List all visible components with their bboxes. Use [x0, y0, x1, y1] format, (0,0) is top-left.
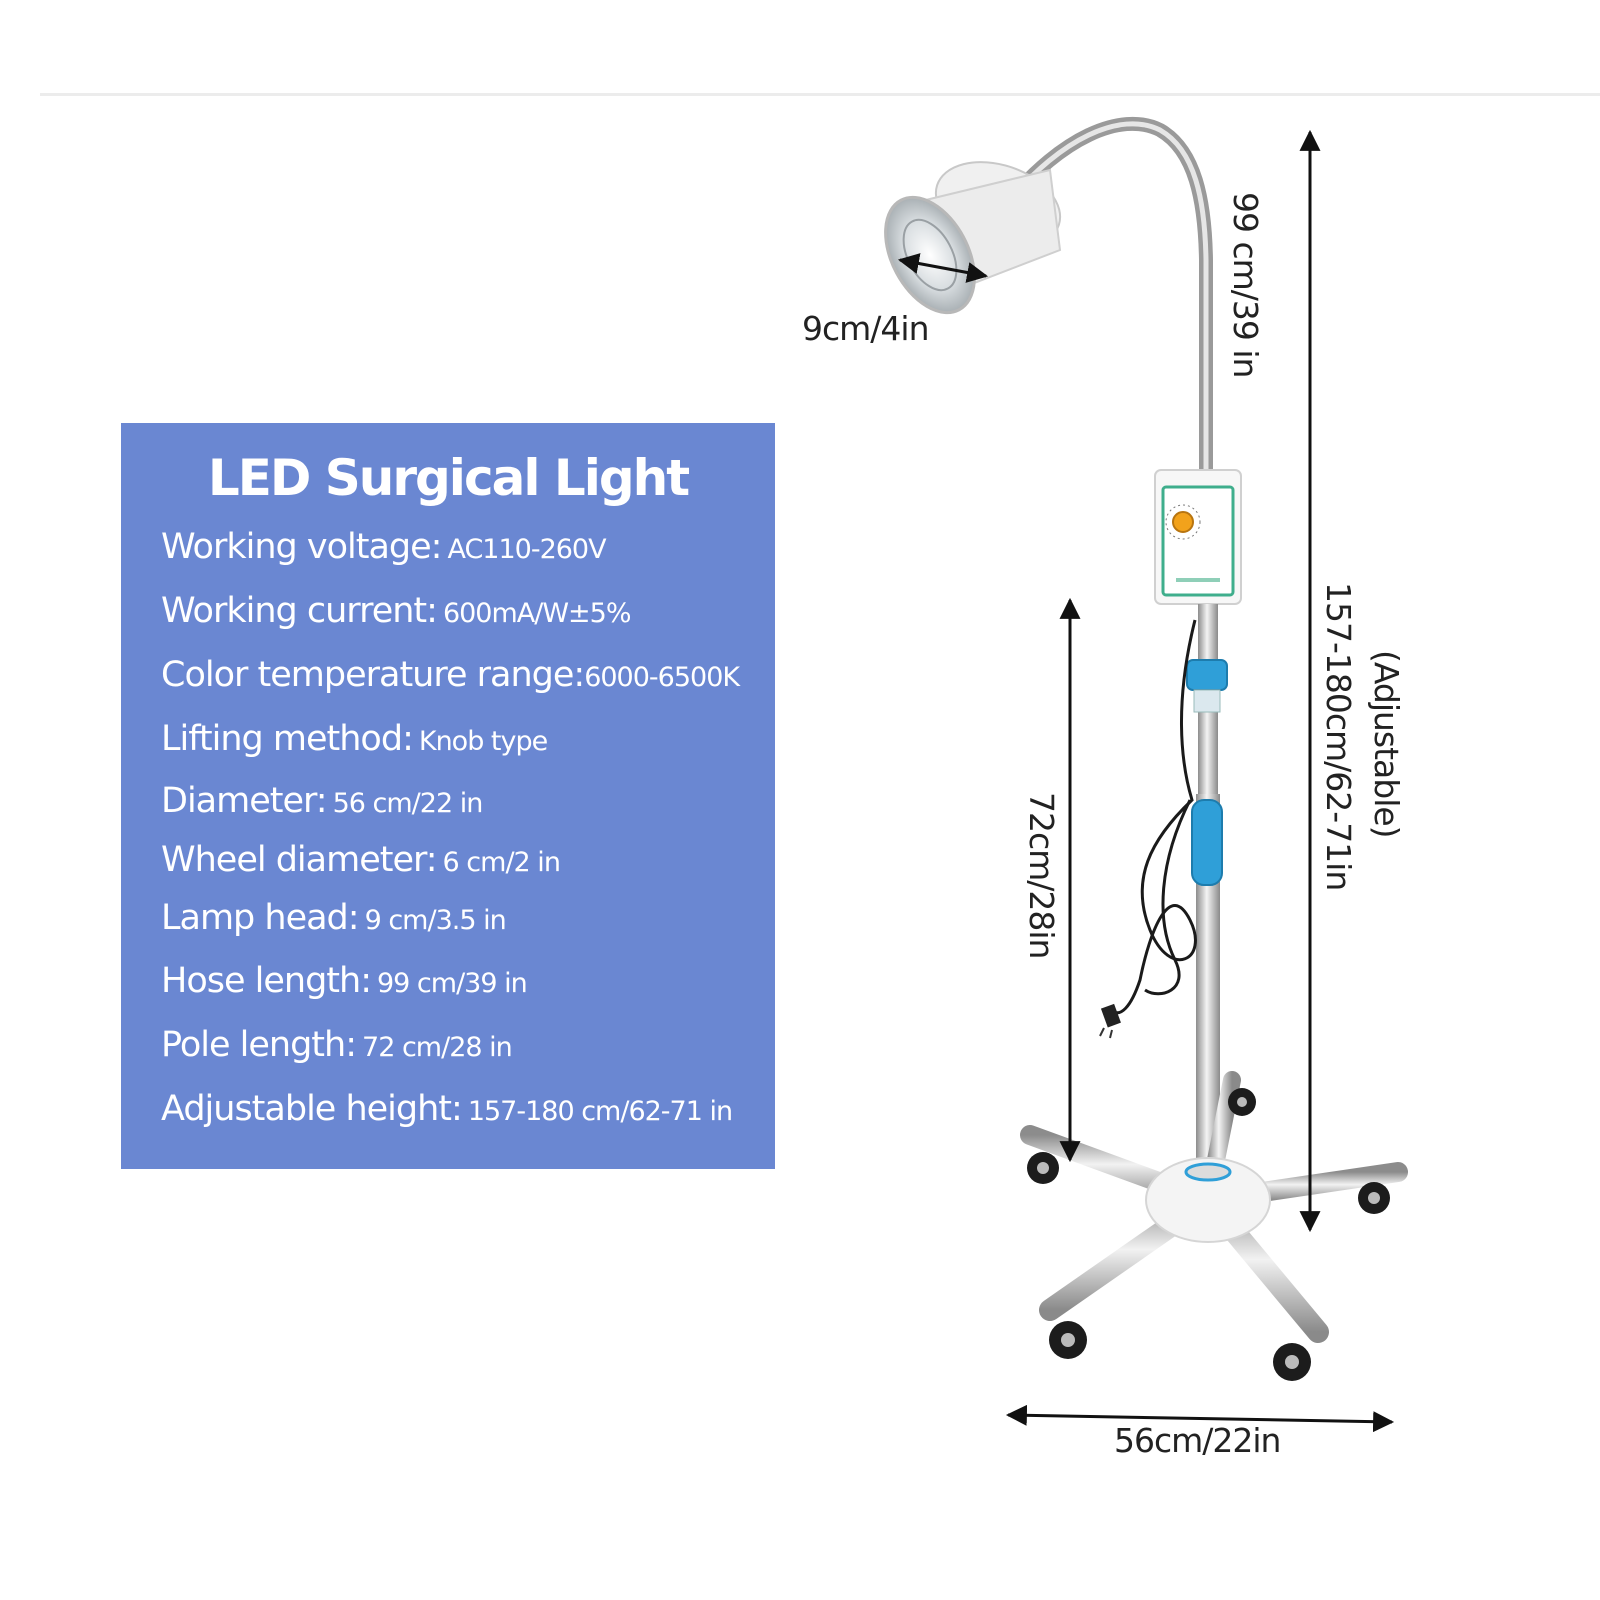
- spec-label: Color temperature range:: [161, 655, 585, 695]
- power-cord: [1113, 619, 1197, 1015]
- caster-wheel: [1273, 1343, 1311, 1381]
- lamp-head-dimension-label: 9cm/4in: [802, 309, 928, 348]
- spec-value: Knob type: [418, 726, 548, 757]
- control-box: [1154, 469, 1242, 605]
- height-lock-knob: [1186, 659, 1228, 691]
- spec-value: 6 cm/2 in: [442, 847, 561, 878]
- spec-value: 9 cm/3.5 in: [364, 905, 507, 936]
- spec-label: Working current:: [161, 591, 438, 631]
- spec-label: Lifting method:: [161, 719, 414, 759]
- spec-label: Hose length:: [161, 961, 372, 1001]
- base-dimension-arrow: [1005, 1404, 1395, 1433]
- plug-icon: [1099, 1003, 1121, 1039]
- spec-panel: LED Surgical Light Working voltage:AC110…: [121, 423, 775, 1169]
- lamp-head: [884, 161, 1062, 315]
- spec-row-pole-length: Pole length:72 cm/28 in: [161, 1025, 513, 1065]
- dimmer-knob: [1172, 511, 1194, 533]
- spec-row-hose-length: Hose length:99 cm/39 in: [161, 961, 528, 1001]
- lamp-head-dimension-arrow: [897, 253, 989, 283]
- spec-value: 600mA/W±5%: [442, 598, 632, 629]
- spec-value: 157-180 cm/62-71 in: [467, 1096, 733, 1127]
- spec-row-working-current: Working current:600mA/W±5%: [161, 591, 631, 631]
- spec-value: 56 cm/22 in: [332, 788, 484, 819]
- caster-wheel: [1027, 1152, 1059, 1184]
- adjustable-note-label: (Adjustable): [1367, 650, 1406, 838]
- top-divider: [40, 93, 1600, 96]
- blue-grip: [1191, 799, 1223, 886]
- spec-value: 72 cm/28 in: [362, 1032, 513, 1063]
- spec-row-lamp-head: Lamp head:9 cm/3.5 in: [161, 898, 507, 938]
- caster-wheel: [1228, 1088, 1256, 1116]
- spec-label: Pole length:: [161, 1025, 357, 1065]
- spec-label: Working voltage:: [161, 527, 442, 567]
- spec-row-wheel-diameter: Wheel diameter:6 cm/2 in: [161, 840, 561, 880]
- spec-row-adjustable-height: Adjustable height:157-180 cm/62-71 in: [161, 1089, 733, 1129]
- spec-row-color-temperature: Color temperature range:6000-6500K: [161, 655, 740, 695]
- base-dimension-label: 56cm/22in: [1114, 1421, 1280, 1460]
- spec-row-diameter: Diameter:56 cm/22 in: [161, 781, 484, 821]
- spec-label: Diameter:: [161, 781, 328, 821]
- spec-label: Wheel diameter:: [161, 840, 438, 880]
- spec-value: 6000-6500K: [584, 662, 740, 693]
- product-title: LED Surgical Light: [207, 449, 690, 507]
- spec-row-lifting-method: Lifting method:Knob type: [161, 719, 548, 759]
- caster-wheel: [1049, 1321, 1087, 1359]
- caster-wheel: [1358, 1182, 1390, 1214]
- spec-label: Lamp head:: [161, 898, 360, 938]
- total-height-dimension-label: 157-180cm/62-71in: [1319, 582, 1358, 890]
- spec-label: Adjustable height:: [161, 1089, 463, 1129]
- spec-value: AC110-260V: [447, 534, 606, 565]
- spec-value: 99 cm/39 in: [376, 968, 528, 999]
- wheeled-base: [1020, 1071, 1408, 1381]
- hose-dimension-label: 99 cm/39 in: [1226, 192, 1265, 377]
- spec-row-working-voltage: Working voltage:AC110-260V: [161, 527, 607, 567]
- pole-dimension-label: 72cm/28in: [1022, 792, 1061, 958]
